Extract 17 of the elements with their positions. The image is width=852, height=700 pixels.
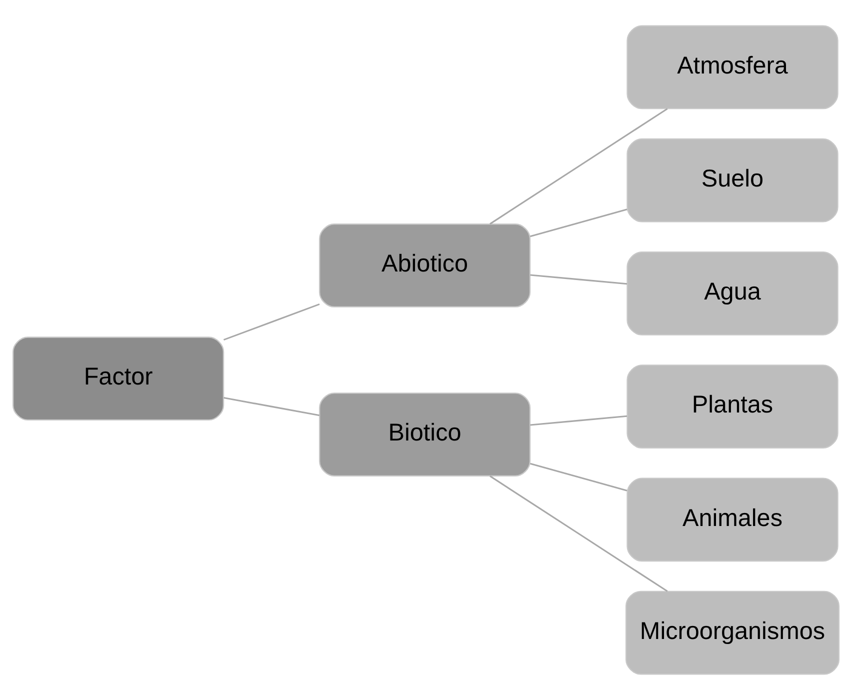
connector — [530, 208, 628, 238]
connector — [490, 475, 668, 592]
node-box: Biotico — [318, 392, 531, 476]
connector — [223, 303, 320, 341]
connector — [530, 415, 628, 426]
connector — [530, 462, 628, 492]
connector — [490, 108, 668, 225]
node-box: Atmosfera — [626, 25, 838, 110]
node-box: Agua — [626, 251, 838, 336]
node-box: Abiotico — [318, 224, 531, 308]
node-box: Factor — [12, 336, 224, 421]
node-box: Animales — [626, 478, 838, 562]
node-box: Microorganismos — [625, 590, 840, 675]
connector — [530, 274, 628, 285]
node-box: Plantas — [626, 364, 838, 449]
node-box: Suelo — [626, 138, 838, 222]
connector — [224, 396, 320, 416]
